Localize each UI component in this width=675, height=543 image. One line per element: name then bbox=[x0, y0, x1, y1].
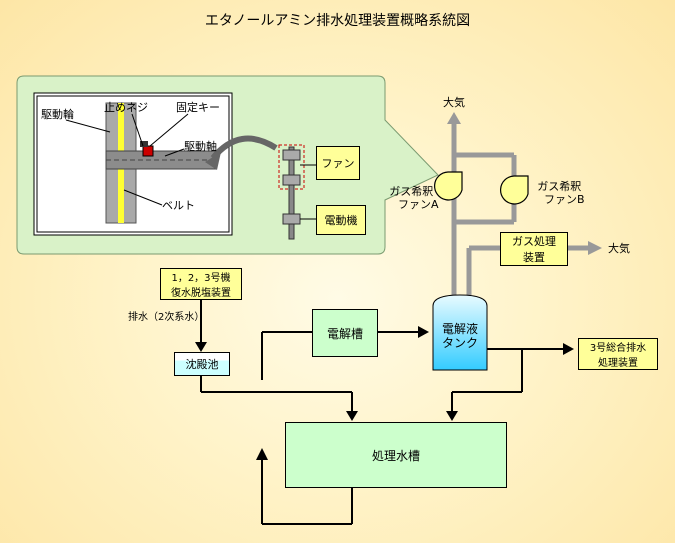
label-fan-b: ガス希釈 ファンB bbox=[537, 180, 585, 206]
fan-box: ファン bbox=[316, 146, 360, 180]
fan-b-casing bbox=[499, 175, 529, 205]
label-set-screw: 止めネジ bbox=[104, 101, 148, 114]
electrolyte-tank-label: 電解液 タンク bbox=[441, 322, 478, 350]
label-fan-a: ガス希釈 ファンA bbox=[389, 185, 439, 211]
electrolyte-tank bbox=[432, 294, 488, 371]
gas-treatment-box: ガス処理 装置 bbox=[500, 232, 568, 266]
label-fixed-key: 固定キー bbox=[176, 101, 220, 114]
settling-pond: 沈殿池 bbox=[174, 352, 230, 376]
demineralizer-box: 1，2，3号機 復水脱塩装置 bbox=[160, 268, 242, 300]
label-belt: ベルト bbox=[162, 199, 195, 212]
fan-a-casing bbox=[433, 171, 463, 201]
treated-water-tank: 処理水槽 bbox=[285, 422, 507, 488]
callout-arrow bbox=[210, 135, 278, 160]
diagram-title: エタノールアミン排水処理装置概略系統図 bbox=[204, 13, 471, 29]
set-screw bbox=[140, 141, 148, 147]
label-drive-shaft: 駆動軸 bbox=[184, 140, 217, 153]
electrolysis-tank: 電解槽 bbox=[312, 309, 378, 357]
label-atmosphere-right: 大気 bbox=[608, 242, 630, 255]
fixed-key bbox=[142, 145, 154, 157]
unit3-discharge-box: 3号総合排水 処理装置 bbox=[578, 338, 658, 370]
label-discharge: 排水（2次系水） bbox=[128, 312, 205, 323]
label-atmosphere-top: 大気 bbox=[443, 96, 465, 109]
motor-box: 電動機 bbox=[316, 205, 366, 235]
label-drive-wheel: 駆動輪 bbox=[41, 108, 74, 121]
